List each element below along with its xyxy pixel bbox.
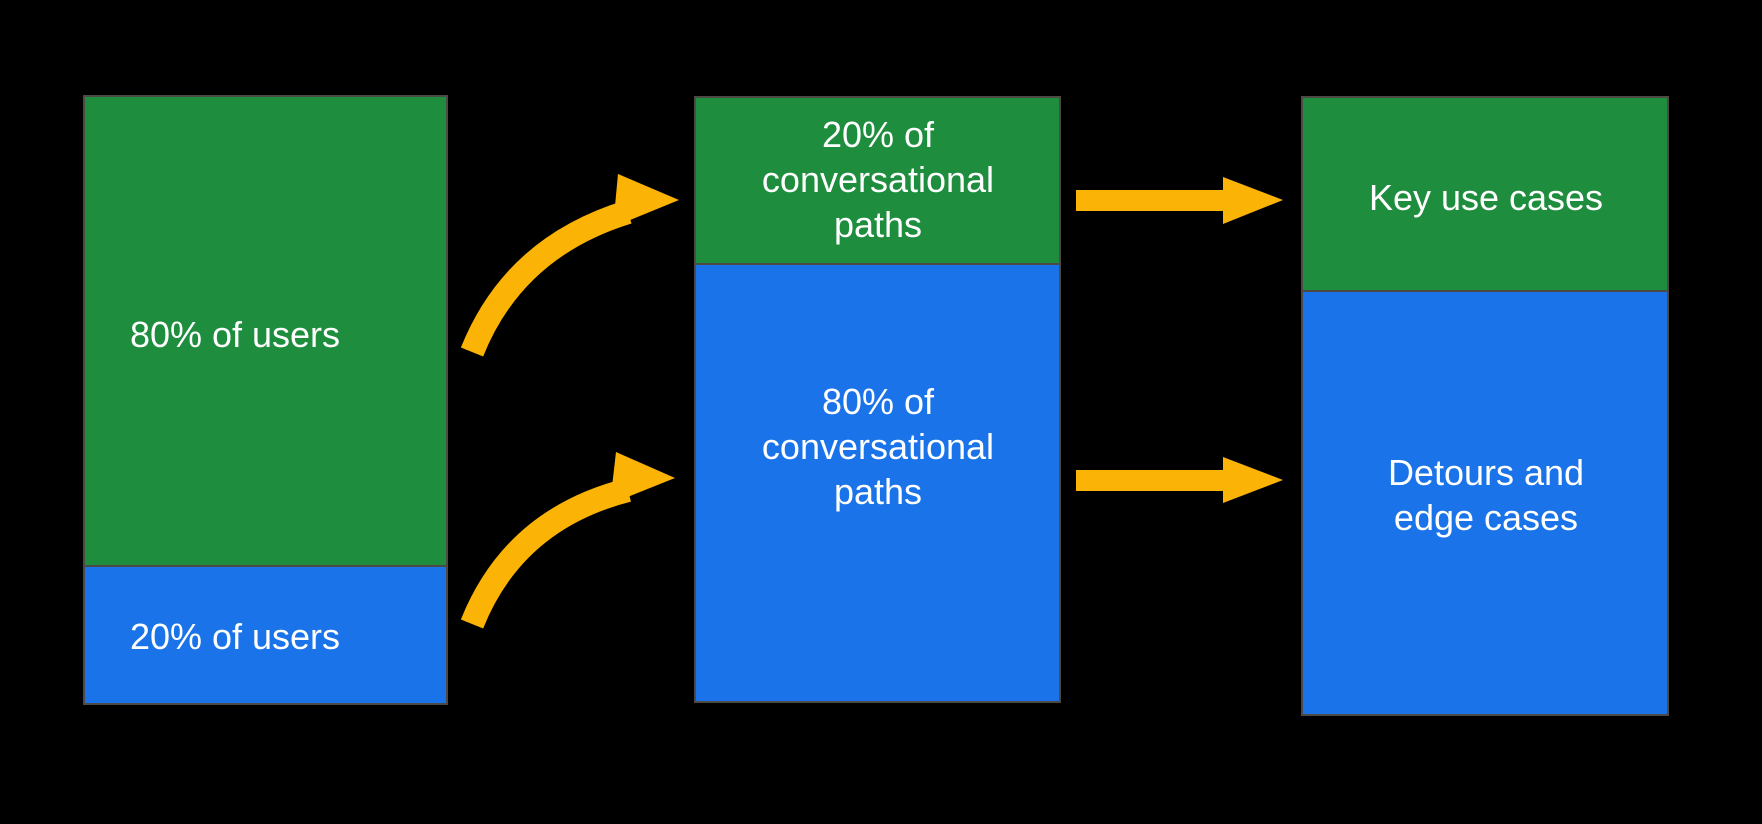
detours-edge-cases-block xyxy=(1303,292,1667,714)
paths-80-block xyxy=(696,265,1059,701)
paths-80-label: 80% of conversational paths xyxy=(761,381,995,512)
users-80-block xyxy=(85,97,446,567)
key-use-cases-block xyxy=(1303,98,1667,292)
conversational-paths-column xyxy=(694,96,1061,703)
use-cases-column xyxy=(1301,96,1669,716)
paths-20-label: 20% of conversational paths xyxy=(761,114,995,245)
users-20-block xyxy=(85,567,446,703)
key-use-cases-label: Key use cases xyxy=(1368,177,1604,218)
users-column xyxy=(83,95,448,705)
curved-arrow-users20-to-paths80-icon xyxy=(460,452,675,629)
detours-edge-cases-label: Detours and edge cases xyxy=(1387,452,1585,538)
paths-20-block xyxy=(696,98,1059,265)
straight-arrow-paths20-to-key-use-cases-icon xyxy=(1076,177,1283,224)
curved-arrow-users80-to-paths20-icon xyxy=(460,174,679,357)
users-20-label: 20% of users xyxy=(129,616,341,657)
straight-arrow-paths80-to-detours-icon xyxy=(1076,457,1283,503)
users-80-label: 80% of users xyxy=(129,314,341,355)
